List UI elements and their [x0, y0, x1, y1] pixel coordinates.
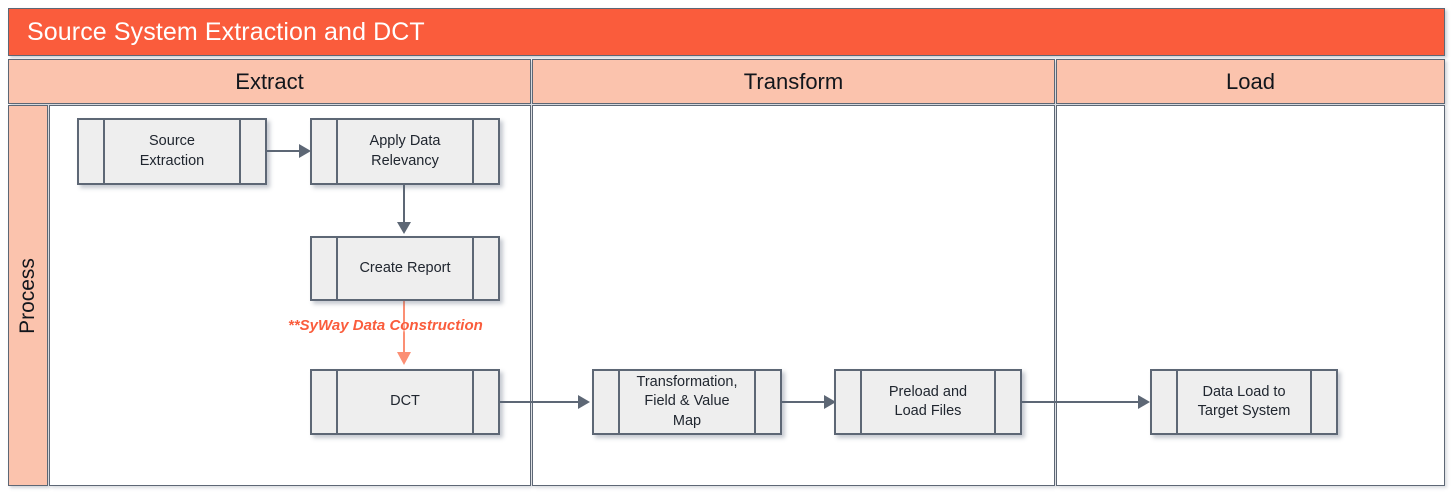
node-apply-data-relevancy[interactable]: Apply Data Relevancy — [310, 118, 500, 185]
column-header-transform: Transform — [532, 59, 1055, 104]
arrowhead-transformation-to-preload — [824, 395, 836, 409]
column-header-load-label: Load — [1226, 68, 1275, 94]
diagram-title-bar: Source System Extraction and DCT — [8, 8, 1445, 56]
page-title: Source System Extraction and DCT — [27, 17, 425, 46]
node-data-load-to-target-system[interactable]: Data Load to Target System — [1150, 369, 1338, 435]
annotation-syway-data-construction: **SyWay Data Construction — [288, 317, 483, 334]
arrowhead-report-to-dct — [397, 352, 411, 365]
node-dct-label: DCT — [390, 393, 420, 410]
node-create-report[interactable]: Create Report — [310, 236, 500, 301]
connector-relevancy-to-report — [403, 185, 405, 224]
lane-label-process: Process — [8, 105, 48, 486]
column-header-transform-label: Transform — [743, 68, 844, 94]
lane-label-process-text: Process — [16, 257, 40, 334]
node-transformation-field-value-map-label: Transformation, Field & Value Map — [636, 373, 738, 429]
node-transformation-field-value-map[interactable]: Transformation, Field & Value Map — [592, 369, 782, 435]
node-apply-data-relevancy-label: Apply Data Relevancy — [369, 133, 441, 169]
node-create-report-label: Create Report — [359, 259, 451, 276]
column-header-extract-label: Extract — [235, 68, 304, 94]
lane-body-load — [1056, 105, 1445, 486]
arrowhead-relevancy-to-report — [397, 222, 411, 234]
column-header-load: Load — [1056, 59, 1445, 104]
node-source-extraction[interactable]: Source Extraction — [77, 118, 267, 185]
column-header-extract: Extract — [8, 59, 531, 104]
connector-source-to-relevancy — [267, 150, 303, 152]
connector-preload-to-dataload — [1022, 401, 1144, 403]
arrowhead-source-to-relevancy — [299, 144, 311, 158]
arrowhead-dct-to-transformation — [578, 395, 590, 409]
connector-transformation-to-preload — [782, 401, 830, 403]
arrowhead-preload-to-dataload — [1138, 395, 1150, 409]
connector-report-to-dct — [403, 301, 405, 355]
node-preload-and-load-files[interactable]: Preload and Load Files — [834, 369, 1022, 435]
node-dct[interactable]: DCT — [310, 369, 500, 435]
node-source-extraction-label: Source Extraction — [139, 133, 205, 169]
node-preload-and-load-files-label: Preload and Load Files — [888, 383, 968, 419]
connector-dct-to-transformation — [500, 401, 584, 403]
node-data-load-to-target-system-label: Data Load to Target System — [1197, 383, 1291, 419]
